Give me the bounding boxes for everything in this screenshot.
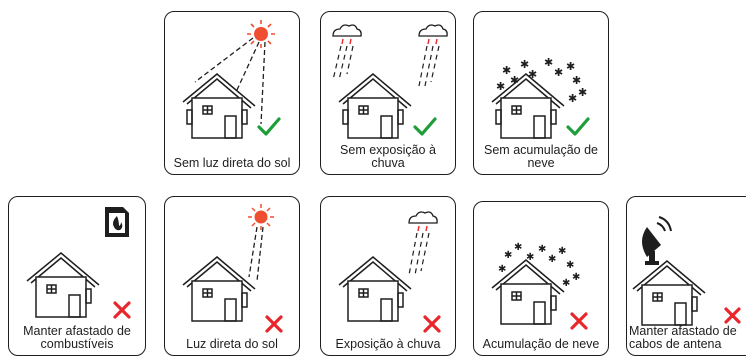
house-icon: ✱✱✱ ✱✱✱ ✱✱✱✱ <box>474 202 609 356</box>
check-icon <box>415 119 435 134</box>
svg-text:✱: ✱ <box>538 244 546 255</box>
caption: Manter afastado de combustíveis <box>9 325 145 351</box>
house-icon <box>165 12 300 175</box>
caption: Sem acumulação de neve <box>474 144 608 170</box>
svg-text:✱: ✱ <box>544 56 553 69</box>
svg-text:✱: ✱ <box>568 92 577 105</box>
svg-text:✱: ✱ <box>514 242 522 253</box>
card-sun-bad: Luz direta do sol <box>164 196 300 356</box>
sun-icon <box>247 20 275 48</box>
svg-text:✱: ✱ <box>548 254 556 265</box>
svg-text:✱: ✱ <box>558 246 566 257</box>
card-rain-bad: Exposição à chuva <box>320 196 456 356</box>
svg-text:✱: ✱ <box>562 278 570 289</box>
antenna-dish-icon <box>642 217 671 265</box>
cross-icon <box>425 317 439 331</box>
card-snow-ok: ✱✱✱ ✱✱✱ ✱✱✱ ✱✱ Sem acumulação de neve <box>473 11 609 175</box>
cross-icon <box>267 317 281 331</box>
rain-cloud-icon <box>409 212 437 223</box>
card-fuel-bad: Manter afastado de combustíveis <box>8 196 146 356</box>
snowflake-icon: ✱✱✱ ✱✱✱ ✱✱✱✱ <box>498 242 580 289</box>
svg-text:✱: ✱ <box>578 86 587 99</box>
check-icon <box>259 119 279 134</box>
svg-text:✱: ✱ <box>498 264 506 275</box>
card-antenna-bad: Manter afastado de cabos de antena <box>626 196 746 356</box>
caption: Sem luz direta do sol <box>165 157 299 170</box>
svg-text:✱: ✱ <box>554 66 563 79</box>
fuel-can-icon <box>105 207 129 237</box>
svg-text:✱: ✱ <box>572 272 580 283</box>
cross-icon <box>572 314 586 328</box>
caption: Exposição à chuva <box>321 338 455 351</box>
svg-text:✱: ✱ <box>496 80 505 93</box>
card-rain-ok: Sem exposição à chuva <box>320 11 456 175</box>
svg-text:✱: ✱ <box>566 260 574 271</box>
svg-text:✱: ✱ <box>566 60 575 73</box>
house-icon <box>321 197 456 356</box>
rain-cloud-icon <box>333 25 447 36</box>
caption: Luz direta do sol <box>165 338 299 351</box>
house-icon <box>165 197 300 356</box>
caption: Manter afastado de cabos de antena <box>627 325 746 351</box>
svg-text:✱: ✱ <box>504 250 512 261</box>
sun-icon <box>248 204 274 230</box>
cross-icon <box>115 303 129 317</box>
check-icon <box>568 119 588 134</box>
card-sun-ok: Sem luz direta do sol <box>164 11 300 175</box>
caption: Acumulação de neve <box>474 338 608 351</box>
cross-icon <box>726 309 739 322</box>
card-snow-bad: ✱✱✱ ✱✱✱ ✱✱✱✱ Acumulação de neve <box>473 201 609 356</box>
caption: Sem exposição à chuva <box>321 144 455 170</box>
